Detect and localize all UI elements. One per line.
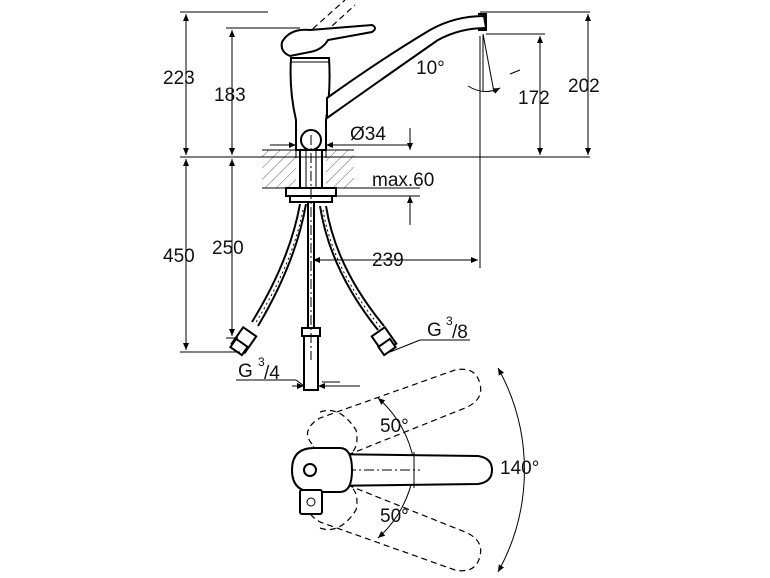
- svg-text:/4: /4: [264, 363, 280, 384]
- dim-10deg-label: 10°: [416, 58, 445, 79]
- dim-239-label: 239: [372, 250, 404, 271]
- spout: [326, 13, 488, 120]
- dim-140deg-arc: [497, 367, 525, 573]
- dim-140deg-label: 140°: [500, 458, 539, 479]
- dim-50deg-bottom-label: 50°: [380, 506, 409, 527]
- dim-172-label: 172: [518, 88, 550, 109]
- extension-lines: [180, 11, 590, 383]
- dim-223-label: 223: [163, 68, 195, 89]
- spout-swung-up-outline: [306, 368, 482, 460]
- dim-10deg-lines: [467, 33, 521, 94]
- svg-text:3: 3: [258, 355, 265, 369]
- svg-text:G: G: [238, 361, 253, 382]
- dim-202-label: 202: [568, 76, 600, 97]
- body-swung-outline-top: [319, 409, 358, 457]
- supply-hose-left: [229, 203, 307, 357]
- faucet-body: [289, 57, 331, 151]
- svg-text:/8: /8: [452, 322, 468, 343]
- lever-handle: [280, 23, 376, 58]
- dim-34-lines: [270, 142, 410, 158]
- body-top-view: [290, 447, 354, 515]
- dim-183-label: 183: [214, 85, 246, 106]
- dim-450-label: 450: [163, 246, 195, 267]
- thread-g34-label: G 3 /4: [238, 355, 280, 384]
- dim-34-label: Ø34: [350, 124, 386, 145]
- svg-text:G: G: [427, 320, 442, 341]
- svg-text:3: 3: [446, 314, 453, 328]
- thread-g34-leader: [236, 379, 360, 390]
- thread-g38-label: G 3 /8: [427, 314, 468, 343]
- spout-top-view: [310, 452, 494, 488]
- dim-250-label: 250: [212, 238, 244, 259]
- body-swung-outline-bottom: [319, 483, 358, 531]
- supply-hose-right: [319, 205, 398, 357]
- thread-g38-leader: [389, 339, 470, 353]
- dim-50deg-top-label: 50°: [380, 416, 409, 437]
- dim-max60-label: max.60: [372, 170, 434, 191]
